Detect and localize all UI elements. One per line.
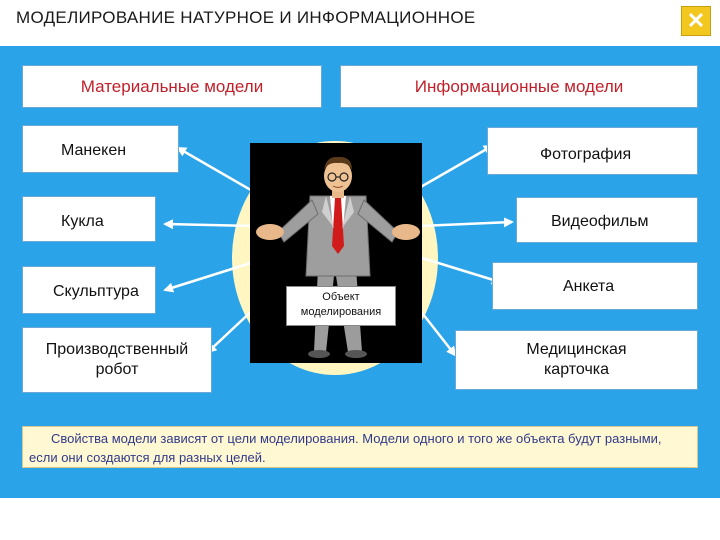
info-model-label: Анкета [563,278,614,296]
object-label-text: Объект моделирования [301,291,381,318]
info-model-label: Фотография [540,146,631,164]
businessman-figure [250,143,422,363]
material-model-label: Манекен [61,142,126,160]
material-model-label: Скульптура [53,283,139,301]
material-model-skulptura: Скульптура [22,266,156,314]
bottom-area [0,498,720,540]
info-model-foto: Фотография [487,127,698,175]
material-model-label: Кукла [61,213,104,231]
material-model-robot: Производственный робот [22,327,212,393]
info-model-anketa: Анкета [492,262,698,310]
arrow-to-video [420,222,512,226]
info-model-kartochka: Медицинская карточка [455,330,698,390]
informational-models-header-label: Информационные модели [415,77,624,97]
informational-models-header: Информационные модели [340,65,698,108]
info-note-text: Свойства модели зависят от цели моделиро… [29,429,691,467]
material-model-maneken: Манекен [22,125,179,173]
material-model-label: Производственный робот [32,340,202,380]
info-model-label: Видеофильм [551,213,649,231]
material-models-header: Материальные модели [22,65,322,108]
object-label: Объект моделирования [286,286,396,326]
info-note: Свойства модели зависят от цели моделиро… [22,426,698,468]
material-models-header-label: Материальные модели [81,77,263,97]
info-model-video: Видеофильм [516,197,698,243]
material-model-kukla: Кукла [22,196,156,242]
info-model-label: Медицинская карточка [512,340,642,380]
